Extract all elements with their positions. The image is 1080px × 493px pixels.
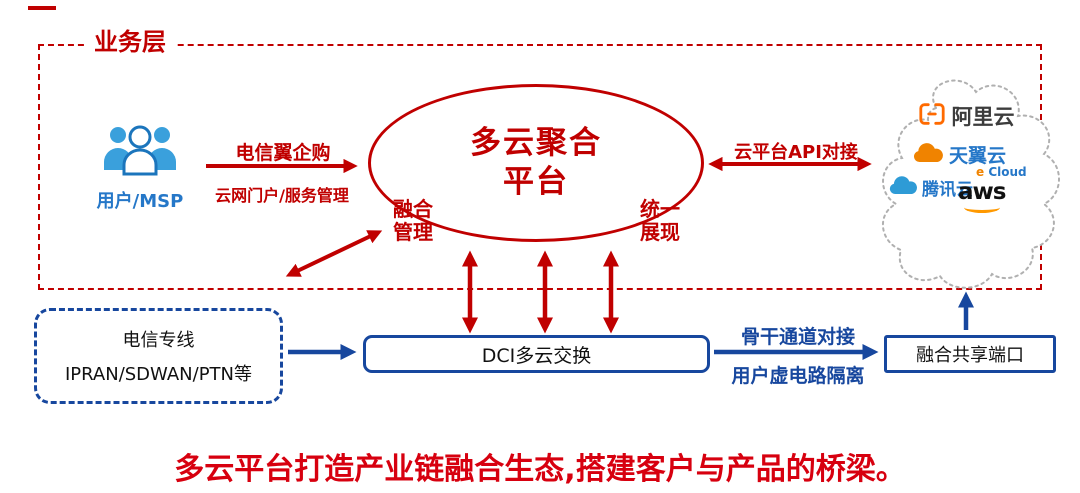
leased-line-box: 电信专线 IPRAN/SDWAN/PTN等	[34, 308, 283, 404]
users-label: 用户/MSP	[96, 191, 184, 212]
multicloud-platform-ellipse: 多云聚合 平台	[368, 84, 704, 242]
corner-mark	[28, 6, 56, 10]
aliyun-logo: 阿里云	[900, 101, 1032, 131]
cloud-api-label: 云平台API对接	[734, 142, 858, 163]
dci-exchange-label: DCI多云交换	[481, 344, 592, 367]
cloud-portal-service-label: 云网门户/服务管理	[215, 186, 349, 205]
aliyun-name: 阿里云	[951, 105, 1015, 129]
ctyun-cloud-icon	[912, 142, 944, 167]
shared-port-label: 融合共享端口	[916, 345, 1024, 366]
users-icon	[98, 118, 182, 184]
virtual-circuit-isolation-label: 用户虚电路隔离	[731, 365, 865, 387]
tencent-name: 腾讯云	[922, 180, 973, 200]
tencent-cloud-logo: 腾讯云	[888, 175, 973, 200]
public-clouds-outline	[866, 64, 1064, 302]
business-layer-label: 业务层	[84, 27, 176, 59]
ctyun-logo: 天翼云	[912, 141, 1006, 168]
ctyun-ecloud-label: e Cloud	[976, 165, 1027, 179]
dci-exchange-box: DCI多云交换	[363, 335, 710, 373]
leased-line-label: 电信专线	[122, 330, 195, 351]
aws-name: aws	[958, 179, 1006, 205]
fusion-management-label: 融合 管理	[393, 197, 433, 244]
tencent-cloud-icon	[888, 176, 918, 199]
unified-display-label: 统一 展现	[640, 197, 680, 244]
aws-smile-icon	[963, 202, 1000, 213]
ctyun-name: 天翼云	[949, 145, 1007, 167]
leased-line-tech-label: IPRAN/SDWAN/PTN等	[64, 364, 253, 385]
footer-slogan: 多云平台打造产业链融合生态,搭建客户与产品的桥梁。	[174, 452, 906, 487]
platform-title-line2: 平台	[503, 164, 569, 200]
shared-port-box: 融合共享端口	[884, 335, 1056, 373]
platform-title-line1: 多云聚合	[470, 125, 602, 162]
telecom-purchase-label: 电信翼企购	[235, 142, 331, 164]
aliyun-brackets-icon	[918, 101, 946, 131]
backbone-channel-label: 骨干通道对接	[740, 326, 855, 348]
aws-logo: aws	[958, 179, 1006, 213]
